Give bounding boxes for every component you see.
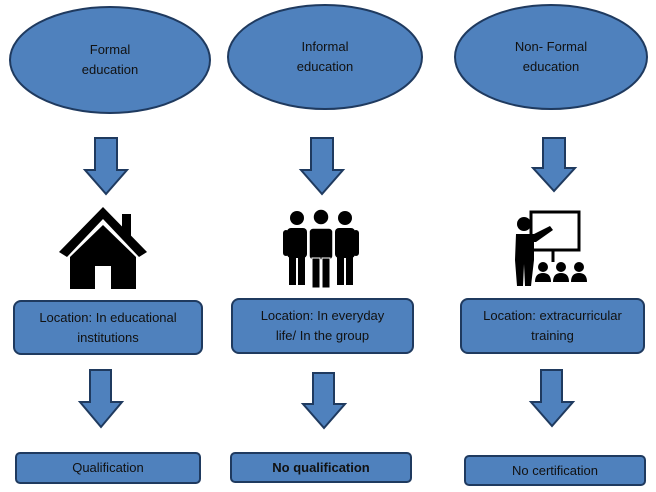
informal-education-ellipse xyxy=(227,4,423,110)
non-formal-education-ellipse xyxy=(454,4,648,110)
house-icon xyxy=(59,207,147,289)
teacher-at-board-icon xyxy=(515,210,587,286)
non-formal-education-label: Non- Formal education xyxy=(514,39,588,74)
non-formal-outcome-text: No certification xyxy=(512,463,598,478)
non-formal-outcome-box xyxy=(464,455,646,486)
informal-education-label: Informal education xyxy=(296,39,354,74)
formal-education-ellipse xyxy=(9,6,211,114)
informal-outcome-text: No qualification xyxy=(272,460,370,475)
formal-location-box xyxy=(13,300,203,355)
non-formal-location-box xyxy=(460,298,645,354)
down-arrow-icon xyxy=(300,372,348,430)
formal-outcome-box xyxy=(15,452,201,484)
informal-outcome-box xyxy=(230,452,412,483)
down-arrow-icon xyxy=(528,369,576,428)
informal-location-text: Location: In everyday life/ In the group xyxy=(260,308,385,343)
formal-outcome-text: Qualification xyxy=(72,460,144,475)
down-arrow-icon xyxy=(82,137,130,196)
down-arrow-icon xyxy=(298,137,346,196)
non-formal-location-text: Location: extracurricular training xyxy=(483,308,622,343)
formal-location-text: Location: In educational institutions xyxy=(39,310,177,345)
informal-location-box xyxy=(231,298,414,354)
down-arrow-icon xyxy=(530,137,578,193)
group-of-people-icon xyxy=(283,208,359,289)
down-arrow-icon xyxy=(77,369,125,429)
formal-education-label: Formal education xyxy=(81,42,139,77)
